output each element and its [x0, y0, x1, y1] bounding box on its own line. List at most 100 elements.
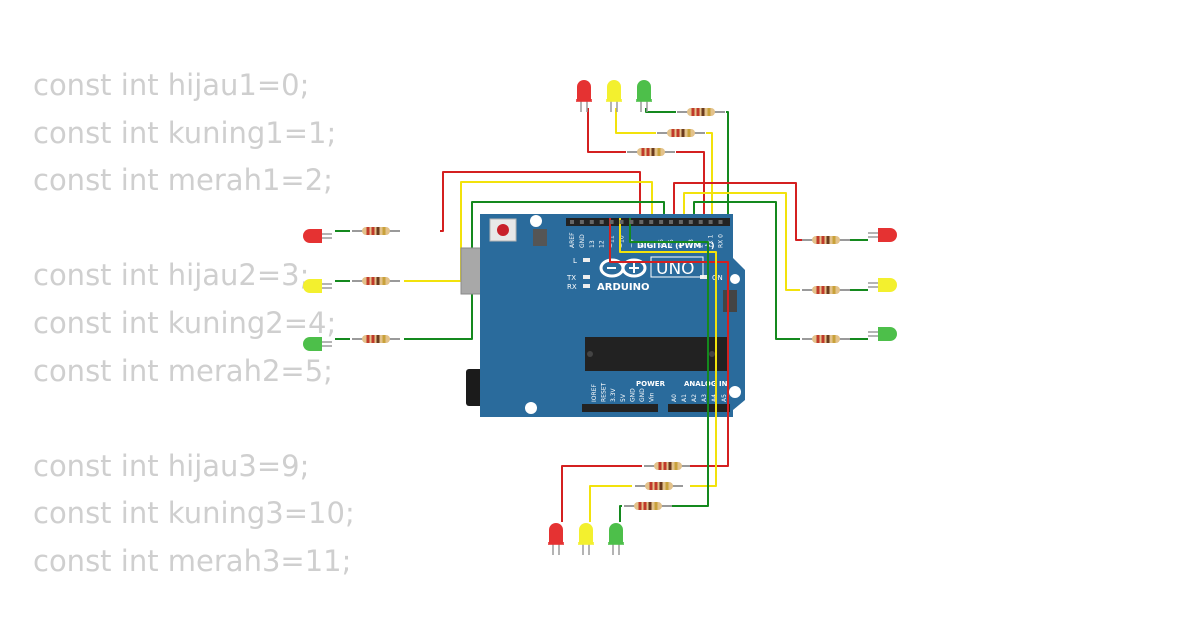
power-pin-label: IOREF: [591, 384, 598, 402]
uno-badge: [650, 256, 704, 278]
mounting-hole: [530, 215, 542, 227]
resistor-band: [651, 148, 655, 156]
led: [606, 80, 622, 112]
digital-pin-label: RX 0: [718, 234, 725, 248]
power-pin-label: 3.3V: [610, 387, 617, 402]
resistor-band: [674, 462, 678, 470]
led-rim: [606, 99, 622, 102]
led-rim: [576, 99, 592, 102]
resistor-band: [826, 236, 830, 244]
header-pin: [718, 220, 723, 224]
resistor-body: [812, 286, 840, 294]
code-line: const int kuning1=1;: [33, 115, 337, 150]
header-pin: [570, 220, 574, 224]
digital-pin-label: 12: [599, 240, 606, 248]
digital-pin-label: ~9: [628, 239, 635, 248]
resistor-band: [832, 335, 836, 343]
analog-header-label: ANALOG IN: [684, 380, 728, 388]
power-pin-label: 5V: [620, 393, 627, 402]
resistor: [635, 482, 683, 490]
chip-dot: [709, 351, 715, 357]
wire: [404, 201, 665, 340]
resistor-band: [691, 108, 695, 116]
wire: [615, 108, 656, 134]
led-body: [303, 279, 322, 293]
resistor-band: [376, 227, 380, 235]
mounting-hole: [729, 386, 741, 398]
digital-pin-label: 13: [589, 240, 596, 248]
code-line: const int kuning3=10;: [33, 496, 355, 531]
rx-led: [583, 284, 590, 288]
analog-pin-label: A5: [721, 394, 728, 402]
chip-notch: [587, 351, 593, 357]
resistor-body: [667, 129, 695, 137]
analog-pin-label: A1: [681, 394, 688, 402]
resistor-band: [676, 129, 680, 137]
resistor: [624, 502, 672, 510]
microcontroller-chip: [585, 337, 728, 371]
components-layer: [303, 80, 897, 555]
resistor: [352, 277, 400, 285]
resistor: [657, 129, 705, 137]
resistor-band: [826, 335, 830, 343]
analog-pin-label: A3: [701, 394, 708, 402]
resistor-band: [371, 335, 375, 343]
led-body: [303, 229, 322, 243]
resistor-band: [643, 502, 647, 510]
icsp-header: [533, 229, 547, 246]
led-body: [878, 327, 897, 341]
resistor-band: [649, 482, 653, 490]
resistor-band: [648, 502, 652, 510]
resistor-band: [654, 482, 658, 490]
digital-pin-label: ~6: [658, 239, 665, 248]
resistor-band: [665, 482, 669, 490]
digital-pin-label: 8: [638, 244, 645, 248]
header-pin: [678, 220, 683, 224]
digital-pin-label: ~10: [619, 235, 626, 248]
led: [868, 327, 897, 341]
led-rim: [578, 542, 594, 545]
digital-pin-label: TX 1: [708, 234, 715, 249]
led-body: [579, 523, 593, 544]
led: [303, 337, 332, 351]
model-label: UNO: [656, 259, 695, 279]
resistor: [352, 227, 400, 235]
resistor-band: [816, 236, 820, 244]
digital-pin-label: GND: [579, 234, 586, 248]
resistor-band: [696, 108, 700, 116]
code-line: const int kuning2=4;: [33, 305, 337, 340]
reset-button-cap[interactable]: [497, 224, 509, 236]
led-body: [878, 278, 897, 292]
resistor-body: [645, 482, 673, 490]
led-body: [607, 80, 621, 101]
icsp-header-right: [723, 290, 737, 312]
led-body: [549, 523, 563, 544]
led-body: [303, 337, 322, 351]
arduino-uno-board[interactable]: DIGITAL (PWM ~) POWER ANALOG IN ON L TX …: [460, 214, 745, 417]
code-line: const int merah2=5;: [33, 353, 333, 388]
resistor-band: [668, 462, 672, 470]
led: [868, 278, 897, 292]
header-pin: [708, 220, 713, 224]
code-line: const int merah3=11;: [33, 543, 352, 578]
resistor-band: [832, 236, 836, 244]
led: [303, 279, 332, 293]
header-pin: [659, 220, 664, 224]
led-body: [609, 523, 623, 544]
l-led-label: L: [573, 257, 577, 265]
resistor-band: [671, 129, 675, 137]
digital-pin-label: 4: [678, 244, 685, 248]
resistor-body: [637, 148, 665, 156]
digital-pin-label: ~11: [609, 235, 616, 248]
resistor-band: [366, 277, 370, 285]
header-pin: [579, 220, 584, 224]
code-line: const int hijau2=3;: [33, 258, 310, 293]
wires-layer: [335, 108, 868, 522]
wire: [706, 132, 713, 218]
code-line: const int hijau3=9;: [33, 448, 310, 483]
resistor: [802, 236, 850, 244]
l-led: [583, 258, 590, 262]
